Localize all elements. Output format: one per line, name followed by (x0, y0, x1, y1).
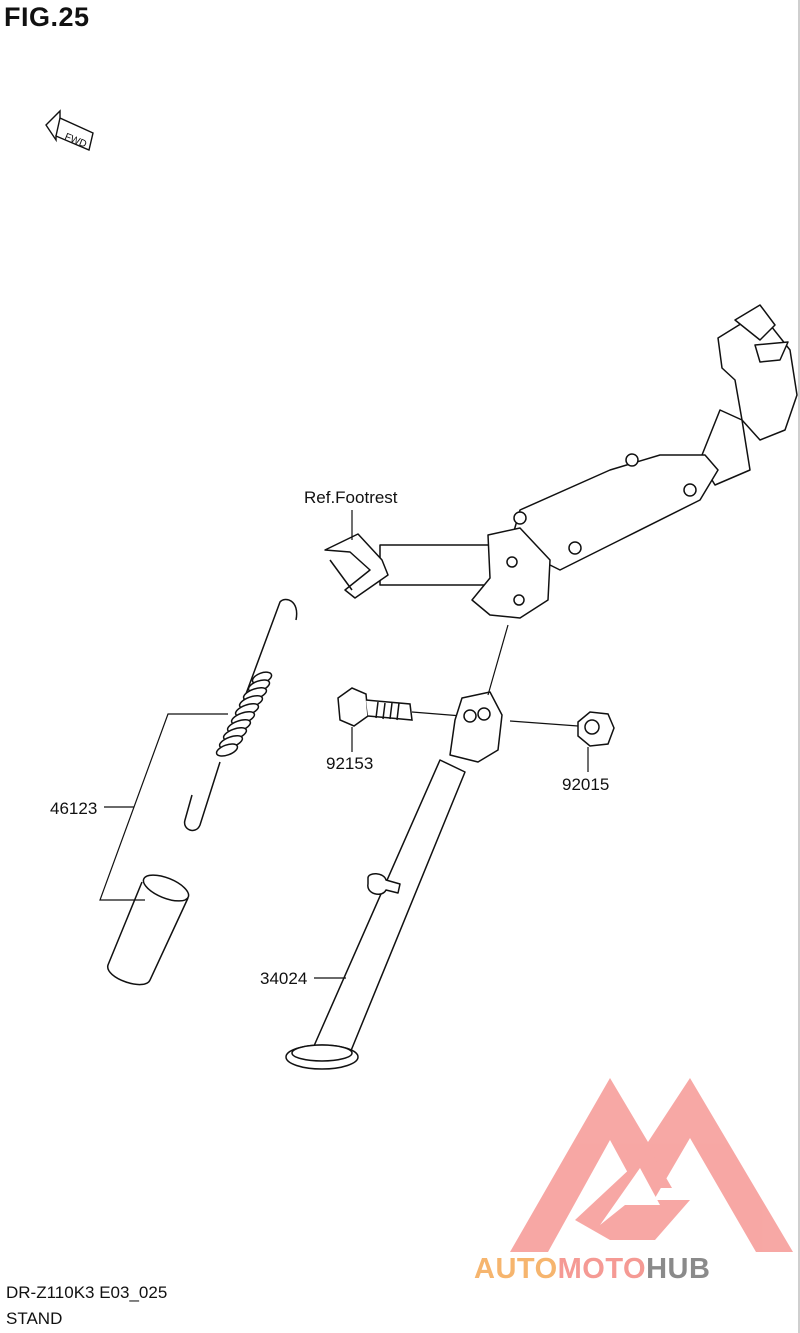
brand-moto: MOTO (557, 1253, 647, 1285)
stand-pivot-leader (487, 624, 509, 696)
leader-92015-up (509, 720, 579, 727)
part-number-92015: 92015 (562, 775, 610, 794)
bolt-92153 (337, 687, 413, 727)
side-stand-34024 (285, 691, 503, 1070)
nut-92015 (577, 711, 615, 747)
ref-footrest-label: Ref.Footrest (304, 488, 398, 507)
part-number-92153: 92153 (326, 754, 374, 773)
brand-hub: HUB (646, 1253, 711, 1285)
model-code: DR-Z110K3 E03_025 (6, 1283, 168, 1302)
spring-46123 (183, 598, 298, 832)
part-number-34024: 34024 (260, 969, 308, 988)
fwd-arrow-icon: FWD (45, 109, 94, 151)
leader-92153-to-stand (411, 711, 463, 717)
brand-auto: AUTO (474, 1253, 558, 1285)
figure-title: FIG.25 (4, 2, 90, 32)
footrest-bracket (324, 304, 798, 619)
section-name: STAND (6, 1309, 63, 1328)
leader-46123 (99, 713, 228, 901)
stand-sleeve (107, 874, 190, 986)
brand-watermark: AUTOMOTOHUB (474, 1253, 710, 1286)
part-number-46123: 46123 (50, 799, 98, 818)
right-border (798, 0, 800, 1333)
automotohub-logo (510, 1078, 793, 1252)
